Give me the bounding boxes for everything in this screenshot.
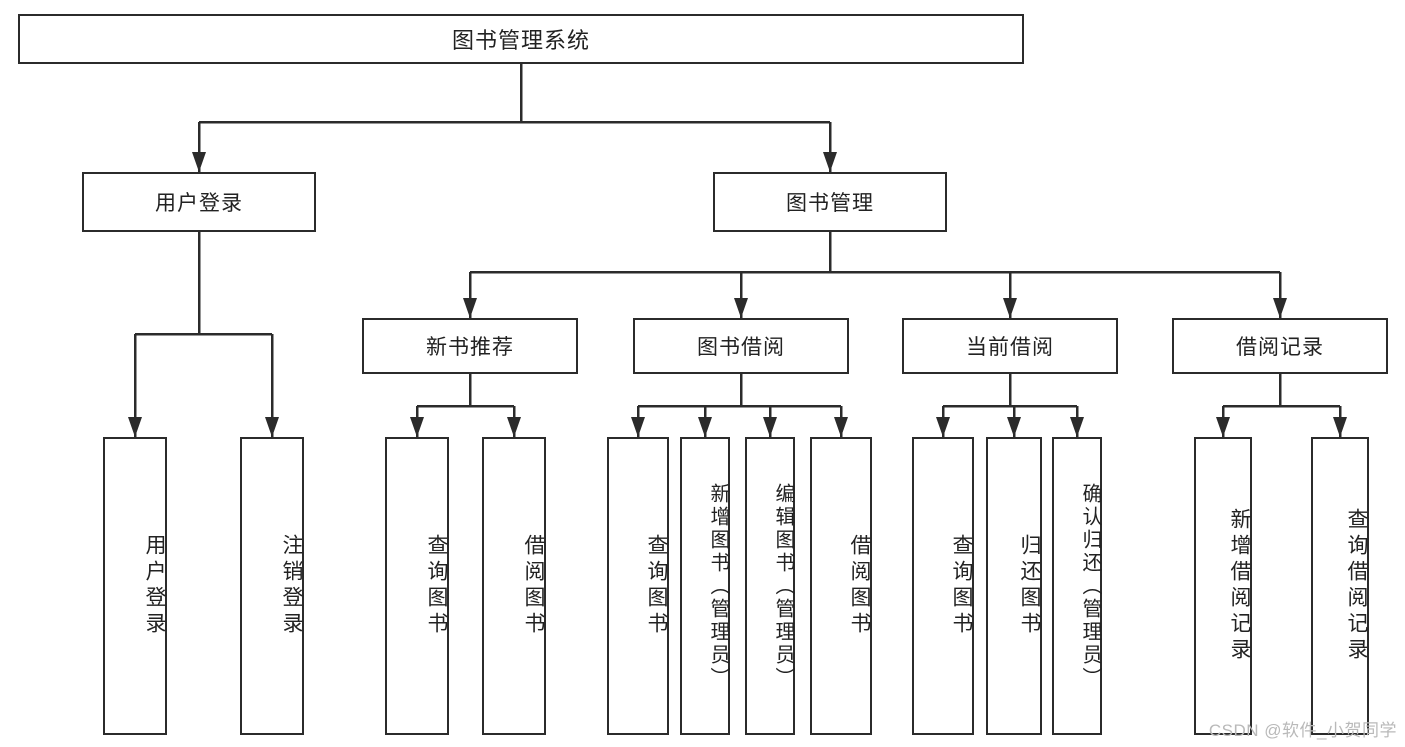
- node-leaf-confirm-return[interactable]: 确认归还（管理员）: [1052, 437, 1102, 735]
- node-leaf-add-record[interactable]: 新增借阅记录: [1194, 437, 1252, 735]
- node-label: 图书管理: [786, 192, 874, 215]
- node-label: 图书借阅: [697, 336, 785, 359]
- node-current-borrow[interactable]: 当前借阅: [902, 318, 1118, 374]
- node-new-book-rec[interactable]: 新书推荐: [362, 318, 578, 374]
- node-leaf-query-book-a[interactable]: 查询图书: [385, 437, 449, 735]
- node-leaf-query-record[interactable]: 查询借阅记录: [1311, 437, 1369, 735]
- node-book-borrow[interactable]: 图书借阅: [633, 318, 849, 374]
- node-label: 当前借阅: [966, 336, 1054, 359]
- node-label: 查询借阅记录: [1345, 508, 1368, 664]
- node-leaf-user-login[interactable]: 用户登录: [103, 437, 167, 735]
- node-label: 新增图书（管理员）: [707, 482, 729, 690]
- node-label: 新增借阅记录: [1228, 508, 1251, 664]
- node-label: 图书管理系统: [451, 28, 590, 53]
- node-label: 查询图书: [645, 534, 668, 638]
- node-leaf-edit-book[interactable]: 编辑图书（管理员）: [745, 437, 795, 735]
- node-leaf-borrow-book-b[interactable]: 借阅图书: [810, 437, 872, 735]
- node-borrow-record[interactable]: 借阅记录: [1172, 318, 1388, 374]
- node-root[interactable]: 图书管理系统: [18, 14, 1024, 64]
- watermark-text: CSDN @软件_小贺同学: [1208, 721, 1397, 740]
- node-label: 用户登录: [143, 534, 166, 638]
- node-book-mgmt[interactable]: 图书管理: [713, 172, 947, 232]
- node-label: 确认归还（管理员）: [1079, 482, 1101, 690]
- node-label: 归还图书: [1018, 534, 1041, 638]
- node-label: 借阅图书: [848, 534, 871, 638]
- node-leaf-logout[interactable]: 注销登录: [240, 437, 304, 735]
- node-user-login[interactable]: 用户登录: [82, 172, 316, 232]
- node-label: 新书推荐: [426, 336, 514, 359]
- node-leaf-add-book[interactable]: 新增图书（管理员）: [680, 437, 730, 735]
- node-label: 查询图书: [950, 534, 973, 638]
- node-label: 注销登录: [280, 534, 303, 638]
- node-leaf-borrow-book-a[interactable]: 借阅图书: [482, 437, 546, 735]
- node-leaf-return-book[interactable]: 归还图书: [986, 437, 1042, 735]
- node-leaf-query-book-c[interactable]: 查询图书: [912, 437, 974, 735]
- node-label: 查询图书: [425, 534, 448, 638]
- node-leaf-query-book-b[interactable]: 查询图书: [607, 437, 669, 735]
- node-label: 用户登录: [155, 192, 243, 215]
- node-label: 借阅记录: [1236, 336, 1324, 359]
- node-label: 借阅图书: [522, 534, 545, 638]
- node-label: 编辑图书（管理员）: [772, 482, 794, 690]
